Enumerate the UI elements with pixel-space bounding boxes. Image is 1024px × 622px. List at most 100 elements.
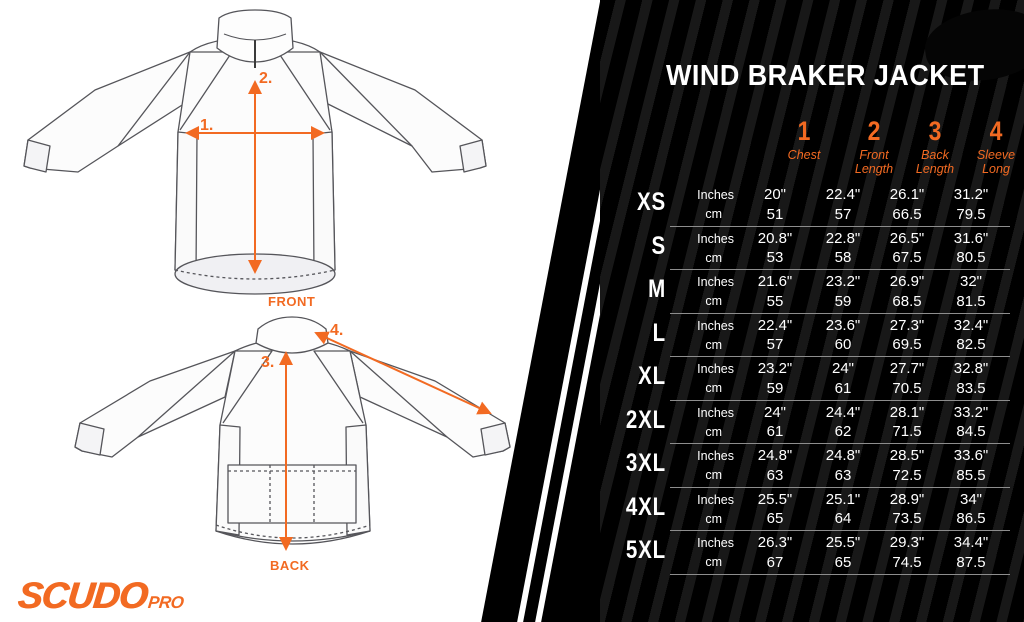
value-cm: 86.5 (956, 510, 986, 527)
measurement-cell: 22.4" 57 (740, 316, 810, 355)
dimension-label-front-length: 2. (259, 70, 273, 87)
measurement-cell: 32.8"83.5 (936, 359, 1006, 398)
value-inches: 28.1" (889, 403, 925, 421)
back-dimension-arrows (279, 331, 492, 551)
column-number: 3 (928, 116, 942, 146)
row-separator (670, 399, 1010, 401)
measurement-cell: 23.2"59 (740, 359, 810, 398)
value-inches: 29.3" (889, 534, 925, 551)
back-hem-dash (215, 524, 371, 539)
value-cm: 68.5 (892, 292, 922, 310)
value-cm: 67 (766, 553, 784, 571)
unit-cm-label: cm (705, 468, 722, 482)
value-inches: 24" (831, 360, 854, 377)
back-view-caption: BACK (270, 558, 310, 573)
dimension-label-back-length: 3. (261, 354, 275, 371)
measurement-cell: 31.2"79.5 (936, 185, 1006, 224)
value-inches: 25.5" (825, 534, 861, 551)
value-inches: 27.3" (889, 316, 925, 334)
row-separator (670, 269, 1010, 270)
column-header-chest: 1 Chest (765, 118, 843, 163)
front-collar (216, 9, 294, 63)
sleeve-long-arrow (314, 331, 492, 415)
value-inches: 34" (959, 490, 982, 508)
measurement-cell: 27.3" 69.5 (872, 316, 942, 355)
value-cm: 83.5 (956, 379, 986, 397)
measurement-cell: 32.4"82.5 (936, 316, 1006, 355)
value-inches: 33.6" (953, 447, 989, 464)
unit-cm-label: cm (705, 294, 722, 308)
row-separator (670, 530, 1010, 531)
column-name: Sleeve Long (976, 148, 1016, 176)
value-inches: 26.1" (889, 186, 925, 203)
size-label: S (651, 231, 666, 260)
value-cm: 55 (766, 292, 784, 310)
size-label: 4XL (625, 492, 666, 521)
value-cm: 57 (766, 336, 784, 353)
back-left-cuff (74, 422, 105, 456)
dimension-label-sleeve-long: 4. (330, 322, 344, 339)
value-cm: 61 (834, 379, 852, 397)
value-inches: 25.1" (825, 490, 861, 508)
column-name: Front Length (854, 148, 894, 176)
measurement-cell: 26.5"67.5 (872, 229, 942, 268)
measurement-cell: 25.5" 65 (808, 533, 878, 572)
measurement-cell: 20.8"53 (740, 229, 810, 268)
row-separator (670, 225, 1010, 227)
unit-inches-label: Inches (697, 405, 734, 420)
front-dimension-arrows (185, 80, 325, 274)
measurement-cell: 27.7" 70.5 (872, 359, 942, 398)
value-cm: 67.5 (892, 249, 922, 266)
value-inches: 25.5" (757, 490, 793, 508)
unit-inches-label: Inches (697, 318, 734, 333)
column-number: 4 (989, 116, 1003, 146)
measurement-cell: 28.5"72.5 (872, 446, 942, 485)
unit-inches-label: Inches (697, 536, 734, 550)
value-cm: 59 (834, 292, 852, 310)
measurement-cell: 28.1"71.5 (872, 403, 942, 442)
front-right-cuff (459, 139, 487, 173)
size-label: XL (638, 362, 666, 390)
value-inches: 32" (959, 273, 982, 290)
value-cm: 65 (834, 553, 852, 571)
measurement-cell: 25.5" 65 (740, 490, 810, 529)
value-cm: 85.5 (956, 466, 986, 484)
front-left-shoulder-seam (117, 51, 191, 147)
value-inches: 23.2" (757, 360, 793, 377)
value-inches: 22.4" (757, 316, 793, 334)
value-cm: 87.5 (956, 553, 986, 571)
column-number: 2 (867, 116, 881, 146)
value-inches: 33.2" (953, 403, 989, 421)
front-left-cuff (23, 139, 51, 173)
value-cm: 70.5 (892, 379, 922, 397)
value-cm: 63 (766, 466, 784, 484)
row-separator (670, 312, 1010, 314)
value-inches: 24.4" (825, 403, 861, 421)
column-name: Chest (787, 148, 821, 162)
value-cm: 65 (766, 510, 784, 527)
value-cm: 62 (834, 423, 852, 440)
value-inches: 32.4" (953, 316, 989, 334)
row-separator (670, 443, 1010, 444)
brand-logo: SCUDO PRO (16, 575, 184, 616)
unit-inches-label: Inches (697, 449, 734, 463)
unit-inches-label: Inches (697, 275, 734, 289)
measurement-cell: 29.3"74.5 (872, 533, 942, 572)
value-inches: 27.7" (889, 360, 925, 377)
unit-inches-label: Inches (697, 188, 734, 202)
value-cm: 73.5 (892, 510, 922, 527)
unit-labels: Inches cm (672, 273, 734, 311)
value-cm: 80.5 (956, 249, 986, 266)
unit-cm-label: cm (705, 250, 722, 265)
value-inches: 22.8" (825, 229, 861, 247)
value-cm: 69.5 (892, 336, 922, 353)
measurement-cell: 25.1"64 (808, 490, 878, 529)
